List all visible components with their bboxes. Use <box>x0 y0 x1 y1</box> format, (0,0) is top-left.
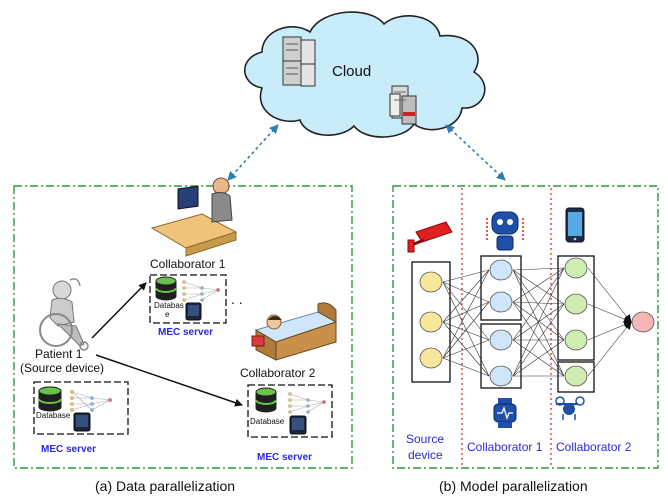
mini-network-icon <box>70 390 113 412</box>
network-edge <box>512 269 565 341</box>
network-node <box>564 365 588 387</box>
collaborator1-label: Collaborator 1 <box>150 257 226 271</box>
database-icon <box>38 386 62 412</box>
network-edge <box>512 301 565 341</box>
tablet-icon <box>73 412 91 432</box>
right-caption: (b) Model parallelization <box>439 478 588 494</box>
cloud-link-left <box>227 124 279 181</box>
collab2-database-label: Database <box>250 417 285 426</box>
source-device-label-1: Source <box>406 432 444 446</box>
mini-network-icon <box>288 392 326 414</box>
network-node <box>419 311 443 333</box>
network-nodes <box>419 257 655 387</box>
network-edge <box>442 269 490 283</box>
network-edge <box>512 267 565 303</box>
database-icon <box>255 387 277 413</box>
network-edge <box>512 339 565 377</box>
patient-wheelchair-icon <box>39 278 89 351</box>
camera-icon <box>407 221 453 253</box>
ellipsis: . . <box>231 291 243 307</box>
server-tower-icon <box>389 85 417 125</box>
network-node <box>631 311 655 333</box>
left-caption: (a) Data parallelization <box>95 478 235 494</box>
source-layer-box <box>411 261 451 383</box>
network-edge <box>512 267 565 271</box>
network-node <box>489 329 513 351</box>
network-edge <box>442 339 490 359</box>
source-device-label-2: device <box>408 448 443 462</box>
bed-patient-icon <box>251 302 338 361</box>
network-edge <box>442 281 490 303</box>
patient-database-label: Database <box>36 411 71 420</box>
collaborator2-label: Collaborator 2 <box>240 366 316 380</box>
desk-worker-icon <box>150 177 238 257</box>
network-edge <box>587 321 632 377</box>
network-edge <box>587 267 632 323</box>
left-panel-border <box>13 185 353 469</box>
tablet-icon <box>289 415 307 435</box>
patient-mec-label: MEC server <box>41 444 96 455</box>
collab1-layer-box-top <box>480 255 522 321</box>
tablet-icon <box>185 302 202 321</box>
network-edge <box>512 303 565 377</box>
drone-icon <box>555 396 585 420</box>
network-edges <box>442 267 632 377</box>
network-node <box>564 293 588 315</box>
network-edge <box>442 301 490 359</box>
network-node <box>564 329 588 351</box>
collab2-layer-box-bottom <box>557 361 595 393</box>
network-edge <box>512 267 565 377</box>
network-edge <box>512 269 565 305</box>
arrow-to-collaborator1 <box>91 282 147 339</box>
collab2-mec-label: MEC server <box>257 452 312 463</box>
network-node <box>564 257 588 279</box>
cloud-label: Cloud <box>332 63 371 80</box>
collab2-mec-box <box>247 384 333 438</box>
network-node <box>419 271 443 293</box>
cloud-group: Cloud <box>244 11 486 138</box>
server-rack-icon <box>282 36 316 87</box>
network-edge <box>442 357 490 377</box>
network-edge <box>512 301 565 377</box>
collab1-database-label-1: Databas <box>154 301 184 310</box>
network-edge <box>442 321 490 341</box>
network-node <box>419 347 443 369</box>
network-edge <box>442 281 490 341</box>
mini-network-icon <box>182 280 221 302</box>
network-node <box>489 259 513 281</box>
network-edge <box>442 301 490 323</box>
cloud-link-right <box>445 124 506 181</box>
network-node <box>489 291 513 313</box>
arrow-to-collaborator2 <box>95 354 243 407</box>
collab1-layer-box-bottom <box>480 323 522 389</box>
robot-icon <box>486 211 524 251</box>
patient-label: Patient 1 <box>35 347 83 361</box>
network-edge <box>442 269 490 323</box>
collab1-mec-label: MEC server <box>158 327 213 338</box>
right-collaborator1-label: Collaborator 1 <box>467 440 543 454</box>
network-edge <box>442 281 490 377</box>
database-icon <box>155 276 177 301</box>
smartphone-icon <box>565 207 585 243</box>
network-edge <box>512 301 565 305</box>
patient-sublabel: (Source device) <box>20 361 104 375</box>
collab1-mec-box <box>149 274 227 324</box>
collab1-database-label-2: e <box>165 310 170 319</box>
network-edge <box>512 269 565 377</box>
right-collaborator2-label: Collaborator 2 <box>556 440 632 454</box>
network-edge <box>442 269 490 359</box>
smartwatch-icon <box>493 398 517 428</box>
network-edge <box>512 267 565 341</box>
network-node <box>489 365 513 387</box>
network-edge <box>587 303 632 323</box>
patient-mec-box <box>33 381 129 435</box>
right-panel-border <box>392 185 659 469</box>
